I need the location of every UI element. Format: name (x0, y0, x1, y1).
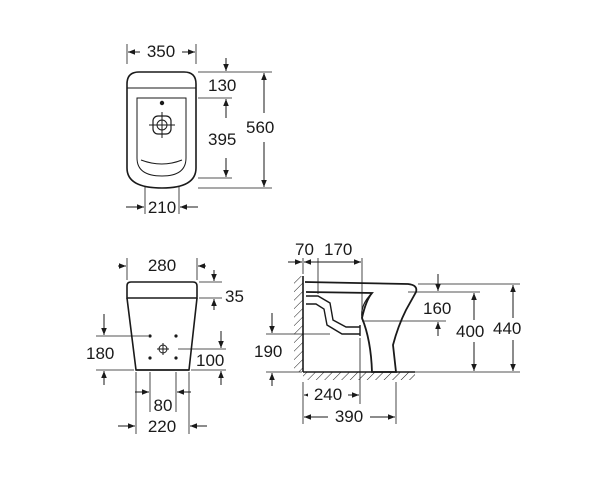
fixing-holes (148, 334, 178, 360)
floor-hatch (303, 372, 415, 380)
label-bg (328, 407, 370, 425)
dim-400-label: 400 (456, 322, 484, 341)
dim-100-label: 100 (196, 351, 224, 370)
front-view: 280 35 180 100 80 220 (86, 256, 244, 436)
top-view: 350 130 395 560 210 (126, 42, 274, 217)
tap-hole-icon (159, 100, 165, 106)
dim-440-label: 440 (493, 319, 521, 338)
front-view-rim (126, 281, 198, 299)
dim-130-label: 130 (208, 76, 236, 95)
drain-point-icon (157, 343, 169, 355)
dim-190-label: 190 (254, 342, 282, 361)
top-view-bowl-inner (140, 159, 183, 165)
dim-180-label: 180 (86, 344, 114, 363)
dim-390-label: 390 (335, 407, 363, 426)
dim-80-label: 80 (154, 396, 173, 415)
wall-hatch (294, 276, 303, 372)
dim-210-label: 210 (148, 198, 176, 217)
dim-170-label: 170 (324, 240, 352, 259)
label-bg (140, 42, 182, 60)
dim-240-label: 240 (314, 385, 342, 404)
dim-160-label: 160 (423, 299, 451, 318)
top-view-outline (126, 71, 197, 189)
dim-560-label: 560 (246, 118, 274, 137)
top-view-bowl (136, 97, 187, 177)
side-view: 70 170 160 400 440 190 240 (254, 240, 521, 426)
dim-280-label: 280 (148, 256, 176, 275)
dim-220-label: 220 (148, 417, 176, 436)
waste-trap (306, 295, 361, 336)
side-view-body (304, 281, 418, 373)
dim-70-label: 70 (295, 240, 314, 259)
label-bg (294, 240, 380, 258)
dim-35-label: 35 (225, 287, 244, 306)
drain-icon (149, 112, 175, 138)
dim-350-label: 350 (147, 42, 175, 61)
dim-395-label: 395 (208, 130, 236, 149)
front-view-body (126, 297, 198, 371)
label-bg (308, 385, 348, 403)
